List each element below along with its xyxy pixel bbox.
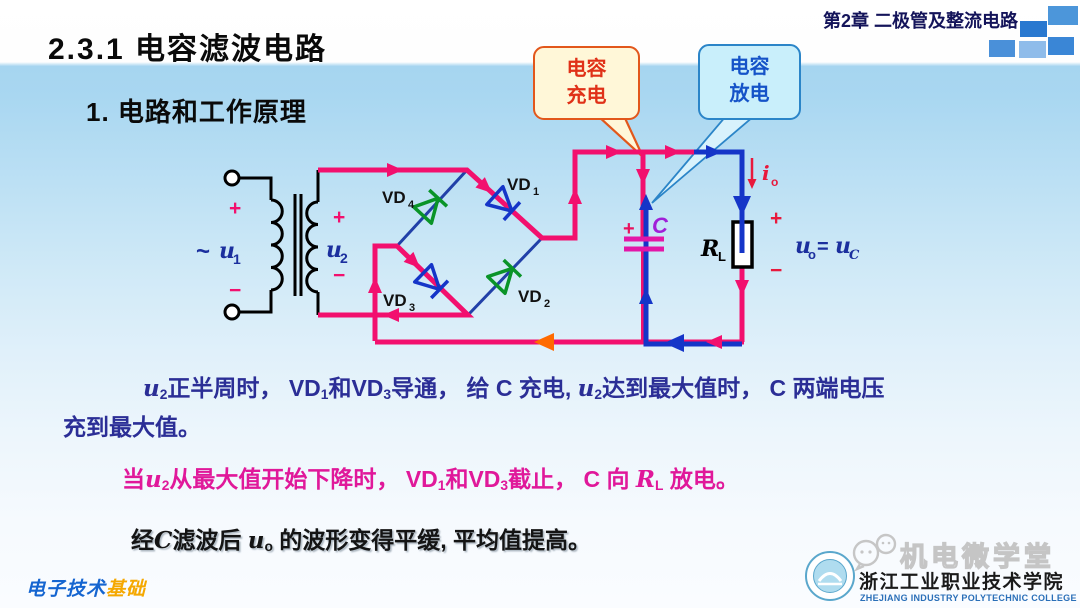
capacitor-plus: + (623, 218, 635, 240)
label-vd4: VD (382, 188, 406, 207)
label-vd3-sub: 3 (409, 302, 415, 314)
source-tilde: ~ (196, 238, 210, 265)
secondary-voltage-label: u (326, 237, 342, 263)
college-name-en: ZHEJIANG INDUSTRY POLYTECHNIC COLLEGE (860, 593, 1077, 603)
output-minus: − (770, 259, 782, 282)
deco-square (1019, 41, 1046, 58)
source-voltage-label: u (219, 238, 235, 264)
label-vd1: VD (507, 175, 531, 194)
chapter-header: 第2章 二极管及整流电路 (822, 11, 1018, 31)
input-terminal-bottom (223, 303, 241, 321)
capacitor-label: C (652, 213, 669, 238)
discharge-callout-tail (651, 115, 757, 204)
charge-flow-arrows (368, 145, 749, 349)
course-brand-blue: 电子技术 (26, 578, 107, 600)
paragraph-charge-description: u2正半周时， VD1和VD3导通， 给 C 充电, u2达到最大值时， C 两… (63, 375, 885, 441)
circuit-diagram: ~ u 1 + − + u 2 − VD 4 VD 1 VD 3 VD 2 + … (196, 114, 860, 352)
discharge-callout: 电容 放电 (698, 44, 801, 120)
input-terminal-top (223, 169, 241, 187)
deco-square (1048, 6, 1078, 25)
output-voltage-u: u (795, 233, 811, 259)
source-plus: + (229, 197, 241, 220)
charge-callout-line2: 充电 (566, 85, 607, 107)
label-vd2: VD (518, 287, 542, 306)
transformer (223, 169, 320, 321)
output-voltage-uc: u (835, 233, 851, 259)
source-voltage-sub: 1 (233, 251, 241, 267)
paragraph-filter-result: 经C滤波后 uo 的波形变得平缓, 平均值提高。 (131, 527, 592, 555)
output-current-sub: o (771, 175, 778, 189)
capacitor (624, 236, 664, 252)
output-voltage-uc-sub: C (849, 248, 860, 263)
discharge-callout-line1: 电容 (729, 56, 770, 78)
label-vd3: VD (383, 291, 407, 310)
page-title: 2.3.1 电容滤波电路 (48, 33, 328, 66)
charge-callout: 电容 充电 (533, 46, 640, 120)
paragraph-discharge-description: 当u2从最大值开始下降时， VD1和VD3截止， C 向 RL 放电。 (122, 466, 739, 494)
secondary-minus: − (333, 264, 345, 287)
diode-vd3 (412, 262, 450, 300)
college-logo: 机电微学堂 浙江工业职业技术学院 ZHEJIANG INDUSTRY POLYT… (805, 533, 1077, 603)
course-brand-orange: 基础 (106, 578, 147, 600)
wechat-bubbles-icon (852, 533, 897, 572)
output-voltage-eq: = (817, 236, 829, 258)
load-label-sub: L (718, 249, 726, 264)
return-flow-arrow-orange (534, 333, 554, 351)
watermark-text: 机电微学堂 (900, 541, 1055, 572)
diode-vd4 (411, 188, 449, 225)
output-current-label: i (762, 161, 770, 185)
label-vd4-sub: 4 (408, 199, 415, 211)
college-badge-icon (805, 551, 855, 601)
output-voltage-u-sub: o (808, 247, 816, 262)
charge-current-path (318, 149, 745, 345)
deco-square (1048, 37, 1074, 55)
label-vd1-sub: 1 (533, 186, 539, 198)
deco-square (1020, 21, 1047, 37)
discharge-callout-line2: 放电 (729, 83, 770, 105)
college-name-cn: 浙江工业职业技术学院 (859, 570, 1064, 593)
discharge-flow-arrows (639, 145, 751, 352)
secondary-voltage-sub: 2 (340, 250, 348, 266)
course-brand: 电子技术基础 (26, 574, 146, 601)
source-minus: − (229, 279, 241, 302)
diode-vd2 (485, 258, 523, 295)
output-current-arrow (747, 158, 757, 189)
deco-square (989, 40, 1015, 57)
secondary-plus: + (333, 206, 345, 229)
section-subtitle: 1. 电路和工作原理 (86, 97, 307, 127)
diode-vd1 (485, 184, 522, 222)
output-plus: + (770, 207, 782, 230)
charge-callout-line1: 电容 (566, 58, 607, 80)
load-label: R (700, 236, 719, 262)
label-vd2-sub: 2 (544, 298, 550, 310)
